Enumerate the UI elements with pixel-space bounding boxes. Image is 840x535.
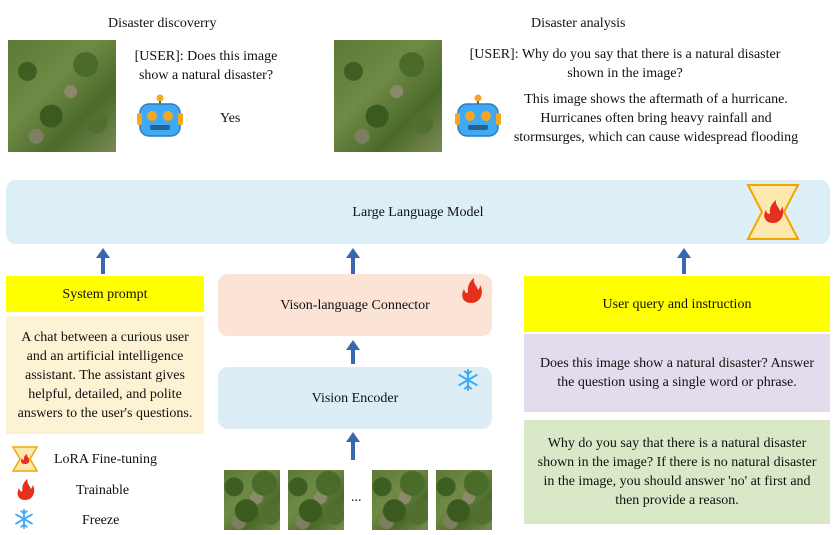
arrow-connector-to-llm — [346, 248, 360, 274]
user-query-header: User query and instruction — [524, 276, 830, 332]
legend-lora-icon — [11, 446, 39, 472]
legend-lora-label: LoRA Fine-tuning — [54, 452, 158, 467]
system-prompt-body: A chat between a curious user and an art… — [6, 316, 204, 434]
legend-snowflake-icon — [13, 508, 35, 530]
fire-icon — [458, 276, 484, 304]
arrow-query-to-llm — [677, 248, 691, 274]
llm-label: Large Language Model — [352, 204, 484, 220]
input-image-4 — [436, 470, 492, 530]
user-query-q1: Does this image show a natural disaster?… — [524, 334, 830, 412]
image-strip-ellipsis: ... — [351, 490, 362, 505]
user-query-q2: Why do you say that there is a natural d… — [524, 420, 830, 524]
legend-fire-label: Trainable — [76, 483, 130, 498]
arrow-system-to-llm — [96, 248, 110, 274]
discovery-title: Disaster discoverry — [108, 16, 217, 31]
arrow-encoder-to-connector — [346, 340, 360, 364]
analysis-satellite-image — [334, 40, 442, 152]
system-prompt-header: System prompt — [6, 276, 204, 312]
vision-encoder-block: Vision Encoder — [218, 367, 492, 429]
analysis-question: [USER]: Why do you say that there is a n… — [469, 47, 781, 81]
robot-icon — [454, 94, 502, 142]
input-image-2 — [288, 470, 344, 530]
llm-block: Large Language Model — [6, 180, 830, 244]
connector-label: Vison-language Connector — [280, 297, 430, 313]
input-image-1 — [224, 470, 280, 530]
legend-freeze-label: Freeze — [82, 513, 120, 528]
arrow-images-to-encoder — [346, 432, 360, 460]
robot-icon — [136, 94, 184, 142]
input-image-3 — [372, 470, 428, 530]
discovery-question: [USER]: Does this image show a natural d… — [134, 49, 278, 83]
vision-encoder-label: Vision Encoder — [311, 390, 399, 406]
analysis-title: Disaster analysis — [531, 16, 626, 31]
discovery-answer: Yes — [220, 111, 241, 126]
analysis-answer: This image shows the aftermath of a hurr… — [513, 92, 799, 145]
connector-block: Vison-language Connector — [218, 274, 492, 336]
discovery-satellite-image — [8, 40, 116, 152]
snowflake-icon — [456, 368, 480, 392]
lora-icon — [746, 183, 800, 241]
legend-fire-icon — [14, 476, 36, 502]
